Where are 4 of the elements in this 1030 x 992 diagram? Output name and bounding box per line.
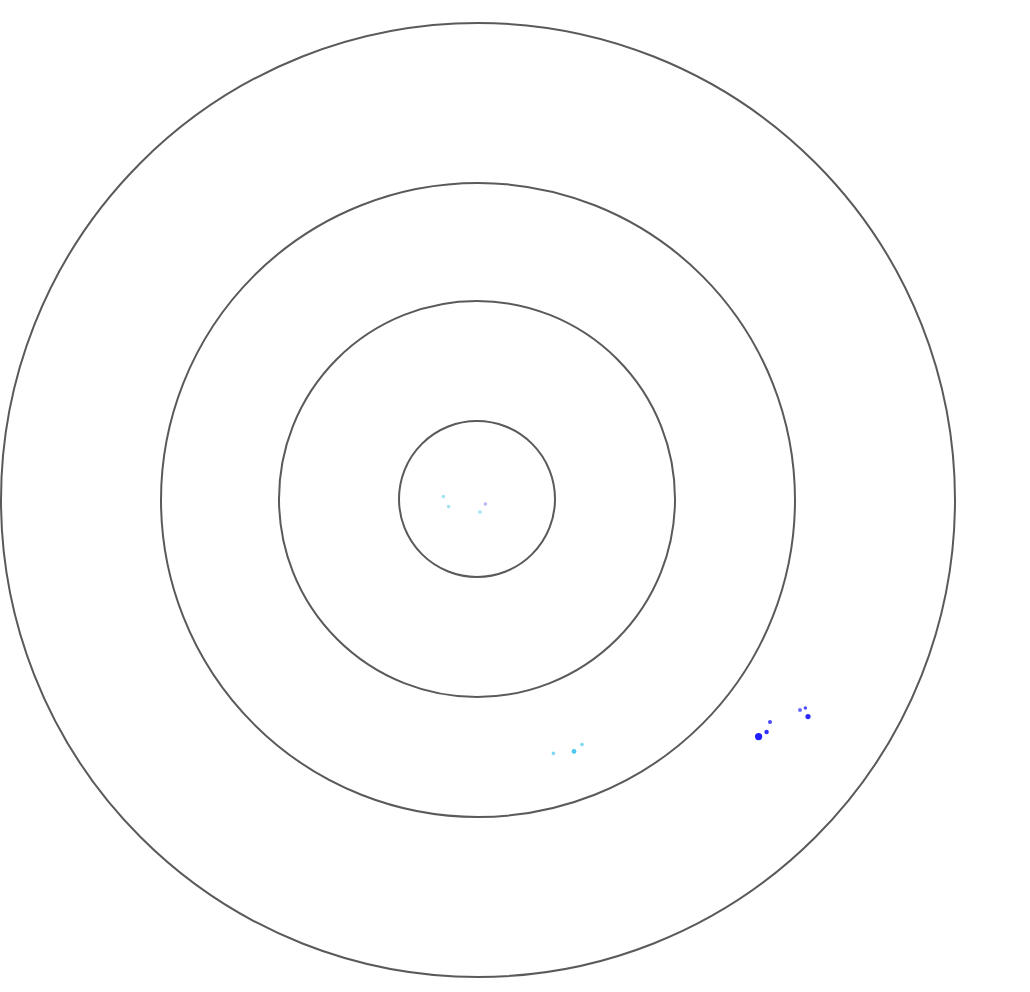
concentric-circle [397, 419, 556, 578]
concentric-circle [278, 300, 677, 699]
concentric-circle [159, 181, 796, 818]
concentric-circle [0, 22, 956, 978]
